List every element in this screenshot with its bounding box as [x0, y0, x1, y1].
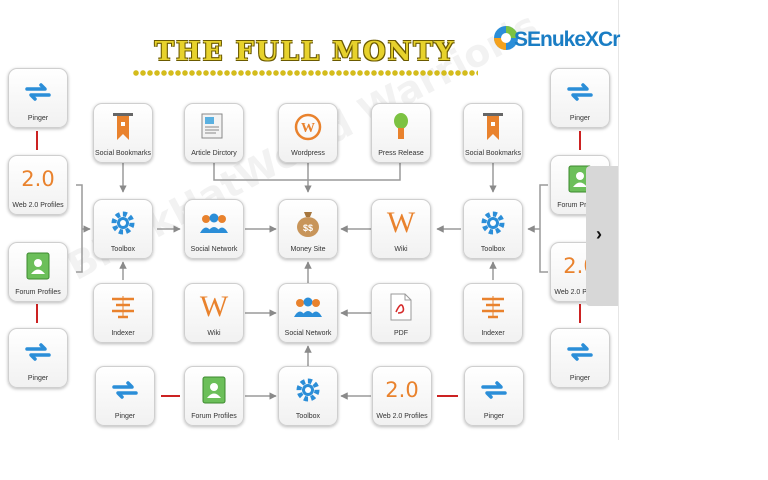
chevron-right-icon: › [596, 224, 602, 244]
microphone-icon [384, 112, 418, 142]
node-label: Toolbox [110, 246, 136, 253]
node-label: Toolbox [295, 413, 321, 420]
next-slide-button[interactable]: › [586, 166, 618, 306]
node-pdf[interactable]: PDF [371, 283, 431, 343]
people-icon [197, 208, 231, 238]
pinger-icon [108, 375, 142, 405]
node-label: Forum Profiles [191, 413, 237, 420]
gear-icon [291, 375, 325, 405]
node-label: Pinger [483, 413, 505, 420]
node-label: Social Network [190, 246, 238, 253]
pinger-icon [21, 337, 55, 367]
node-label: PDF [394, 330, 408, 337]
node-pinger-b1[interactable]: Pinger [95, 366, 155, 426]
node-indexer-l[interactable]: Indexer [93, 283, 153, 343]
gear-icon [106, 208, 140, 238]
node-label: Indexer [111, 330, 135, 337]
node-wiki-top[interactable]: W Wiki [371, 199, 431, 259]
node-socbook-l[interactable]: Social Bookmarks [93, 103, 153, 163]
connector [213, 163, 401, 181]
wordpress-icon: W [291, 112, 325, 142]
node-label: Web 2.0 Profiles [12, 202, 64, 209]
wiki-icon: W [199, 290, 229, 323]
svg-text:W: W [301, 121, 315, 136]
pinger-icon [563, 337, 597, 367]
node-wordpress[interactable]: W Wordpress [278, 103, 338, 163]
wiki-icon: W [386, 206, 416, 239]
node-money[interactable]: $$ Money Site [278, 199, 338, 259]
pinger-icon [563, 77, 597, 107]
node-label: Forum Profiles [15, 289, 61, 296]
connector [539, 184, 548, 273]
node-label: Web 2.0 Profiles [376, 413, 428, 420]
node-label: Press Release [378, 150, 424, 157]
node-forum-b[interactable]: Forum Profiles [184, 366, 244, 426]
node-label: Money Site [290, 246, 326, 253]
web20-icon: 2.0 [21, 167, 55, 191]
connector [76, 184, 83, 273]
pinger-icon [21, 77, 55, 107]
forum-profile-icon [197, 375, 231, 405]
brand-emblem-icon [494, 26, 518, 50]
svg-text:$$: $$ [303, 223, 313, 233]
node-label: Pinger [569, 375, 591, 382]
node-label: Pinger [114, 413, 136, 420]
node-toolbox-b[interactable]: Toolbox [278, 366, 338, 426]
node-label: Wiki [394, 246, 408, 253]
node-label: Wordpress [291, 150, 325, 157]
node-toolbox-l[interactable]: Toolbox [93, 199, 153, 259]
diagram-title: THE FULL MONTY [154, 37, 456, 67]
indexer-icon [106, 292, 140, 322]
node-socnet-mid[interactable]: Social Network [278, 283, 338, 343]
bookmark-icon [106, 112, 140, 142]
people-icon [291, 292, 325, 322]
node-label: Pinger [569, 115, 591, 122]
node-label: Social Bookmarks [464, 150, 522, 157]
node-label: Social Bookmarks [94, 150, 152, 157]
node-indexer-r[interactable]: Indexer [463, 283, 523, 343]
brand-logo: SEnukeXCr [492, 22, 620, 56]
node-pinger-r1[interactable]: Pinger [550, 68, 610, 128]
pinger-icon [477, 375, 511, 405]
node-toolbox-r[interactable]: Toolbox [463, 199, 523, 259]
article-icon [197, 112, 231, 142]
node-label: Indexer [481, 330, 505, 337]
node-pinger-l2[interactable]: Pinger [8, 328, 68, 388]
node-press[interactable]: Press Release [371, 103, 431, 163]
indexer-icon [476, 292, 510, 322]
node-label: Toolbox [480, 246, 506, 253]
money-bag-icon: $$ [291, 208, 325, 238]
node-forum-l[interactable]: Forum Profiles [8, 242, 68, 302]
node-label: Article Dirctory [191, 150, 237, 157]
title-underline-dots [133, 69, 478, 77]
node-socbook-r[interactable]: Social Bookmarks [463, 103, 523, 163]
node-label: Pinger [27, 115, 49, 122]
brand-name: SEnukeXCr [514, 28, 620, 51]
forum-profile-icon [21, 251, 55, 281]
node-article[interactable]: Article Dirctory [184, 103, 244, 163]
pdf-icon [384, 292, 418, 322]
node-label: Social Network [284, 330, 332, 337]
node-pinger-b2[interactable]: Pinger [464, 366, 524, 426]
web20-icon: 2.0 [385, 378, 419, 402]
forum-profile-icon [563, 164, 597, 194]
node-label: Wiki [207, 330, 221, 337]
node-label: Forum Profiles [557, 202, 603, 209]
node-wiki-mid[interactable]: W Wiki [184, 283, 244, 343]
node-pinger-r2[interactable]: Pinger [550, 328, 610, 388]
node-label: Web 2.0 Profiles [554, 289, 606, 296]
node-label: Pinger [27, 375, 49, 382]
node-pinger-l1[interactable]: Pinger [8, 68, 68, 128]
node-socnet-top[interactable]: Social Network [184, 199, 244, 259]
bookmark-icon [476, 112, 510, 142]
gear-icon [476, 208, 510, 238]
